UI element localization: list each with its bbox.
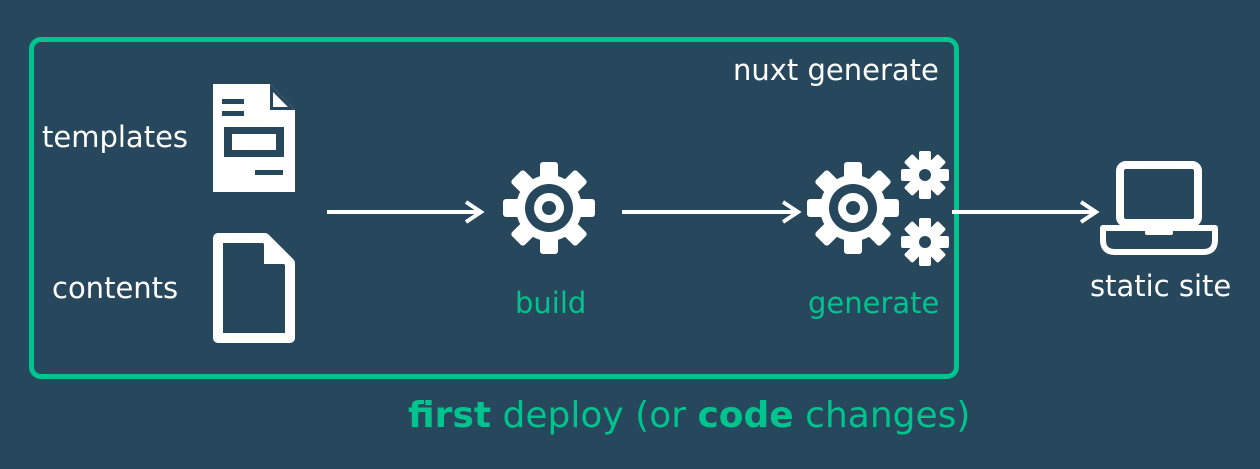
- frame-title: nuxt generate: [733, 53, 939, 87]
- templates-label: templates: [42, 120, 189, 154]
- caption-deploy: deploy (or: [491, 395, 698, 436]
- blank-document-icon: [213, 233, 295, 343]
- arrow-to-static-site: [952, 200, 1100, 224]
- nuxt-generate-frame: [29, 37, 959, 379]
- caption-code: code: [697, 395, 794, 436]
- template-document-icon: [213, 84, 295, 192]
- generate-label: generate: [808, 286, 940, 320]
- caption: first deploy (or code changes): [408, 398, 970, 434]
- arrow-to-generate: [622, 200, 802, 224]
- contents-label: contents: [52, 271, 179, 305]
- gear-icon: [503, 162, 595, 254]
- gears-icon: [807, 151, 949, 266]
- caption-first: first: [408, 395, 492, 436]
- laptop-icon: [1100, 161, 1218, 255]
- static-site-label: static site: [1090, 269, 1232, 303]
- arrow-to-build: [327, 200, 485, 224]
- build-label: build: [515, 286, 587, 320]
- caption-changes: changes): [793, 395, 971, 436]
